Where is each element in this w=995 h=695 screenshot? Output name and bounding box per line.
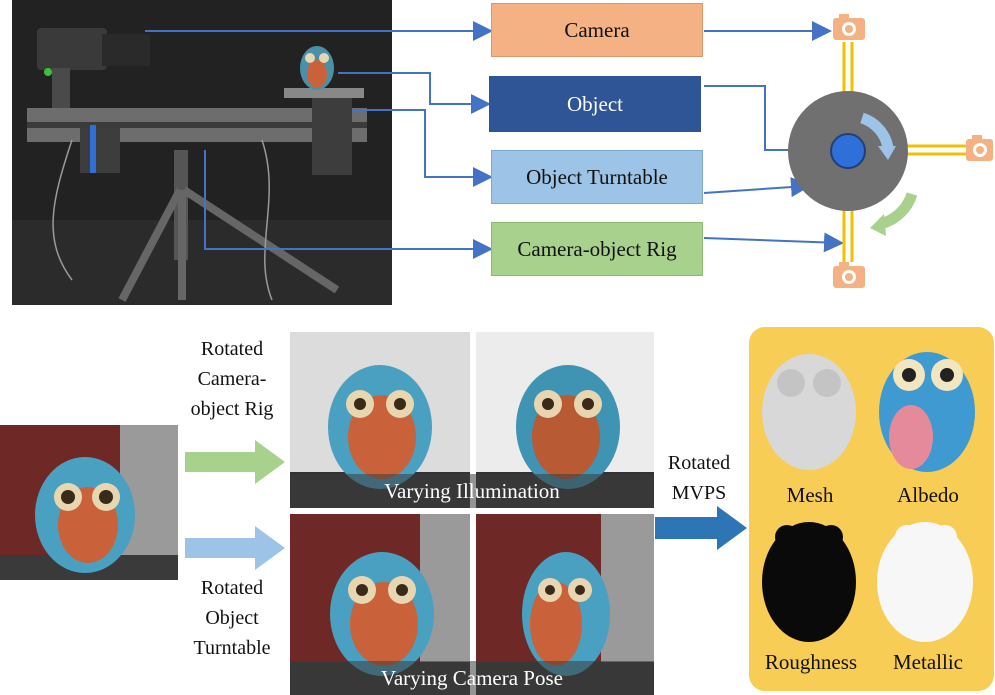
roughness-render	[762, 522, 856, 642]
camera-object-rig-box: Camera-object Rig	[491, 222, 703, 276]
object-turntable-box: Object Turntable	[491, 150, 703, 204]
mvps-text-line: MVPS	[671, 482, 727, 504]
input-owl-photo	[0, 425, 178, 580]
owl-drawing	[0, 425, 178, 580]
camera-box: Camera	[491, 3, 703, 57]
rig-photo	[12, 0, 392, 305]
turntable-diagram	[788, 14, 993, 288]
axis-top	[842, 42, 854, 100]
mesh-label: Mesh	[786, 483, 834, 507]
axis-bottom	[842, 205, 854, 262]
rig-text-line: object Rig	[190, 398, 274, 420]
arrow-turntable	[352, 109, 493, 187]
object-label: Object	[567, 91, 623, 116]
rig-text-line: Rotated	[200, 338, 264, 360]
metallic-render	[877, 522, 973, 642]
roughness-label: Roughness	[764, 650, 858, 674]
camera-label: Camera	[564, 17, 630, 42]
rig-text-line: Camera-	[197, 368, 267, 390]
turntable-text-line: Turntable	[193, 637, 271, 659]
arrow-turntable-disk	[703, 177, 811, 198]
mesh-render	[762, 354, 856, 470]
rotation-arrow-blue	[860, 112, 894, 150]
left-arrows	[185, 440, 285, 570]
object-box: Object	[489, 76, 701, 132]
object-turntable-label: Object Turntable	[526, 164, 668, 189]
pose-caption-bar: Varying Camera Pose	[290, 657, 654, 695]
turntable-text-line: Rotated	[200, 577, 264, 599]
illumination-caption-bar: Varying Illumination	[290, 472, 654, 508]
camera-icon	[833, 14, 865, 40]
rotated-turntable-text: Rotated Object Turntable	[182, 573, 282, 663]
output-panel: Mesh Albedo Roughness Metallic	[749, 327, 994, 691]
illumination-caption: Varying Illumination	[290, 474, 654, 508]
turntable-arrow	[185, 526, 285, 570]
rig-photo-drawing	[12, 0, 392, 305]
connector-arrows	[145, 21, 844, 259]
camera-object-rig-label: Camera-object Rig	[517, 236, 677, 261]
rotation-arrow-green	[878, 192, 918, 230]
turntable-text-line: Object	[205, 607, 259, 629]
arrow-rig-axis	[703, 232, 844, 253]
pose-caption: Varying Camera Pose	[290, 661, 654, 695]
albedo-label: Albedo	[897, 483, 959, 507]
metallic-label: Metallic	[893, 650, 963, 674]
rotated-rig-text: Rotated Camera- object Rig	[182, 334, 282, 424]
camera-icon	[966, 135, 993, 161]
camera-icon	[833, 262, 865, 288]
mvps-text-line: Rotated	[667, 452, 731, 474]
axis-right	[900, 144, 966, 156]
object-center	[830, 133, 866, 169]
mvps-arrow	[655, 506, 747, 550]
rig-arrow	[185, 440, 285, 484]
arrow-rig	[204, 150, 493, 259]
arrow-object	[338, 72, 491, 114]
rotated-mvps-text: Rotated MVPS	[652, 448, 746, 508]
albedo-render	[879, 352, 975, 472]
output-renders	[762, 352, 975, 642]
